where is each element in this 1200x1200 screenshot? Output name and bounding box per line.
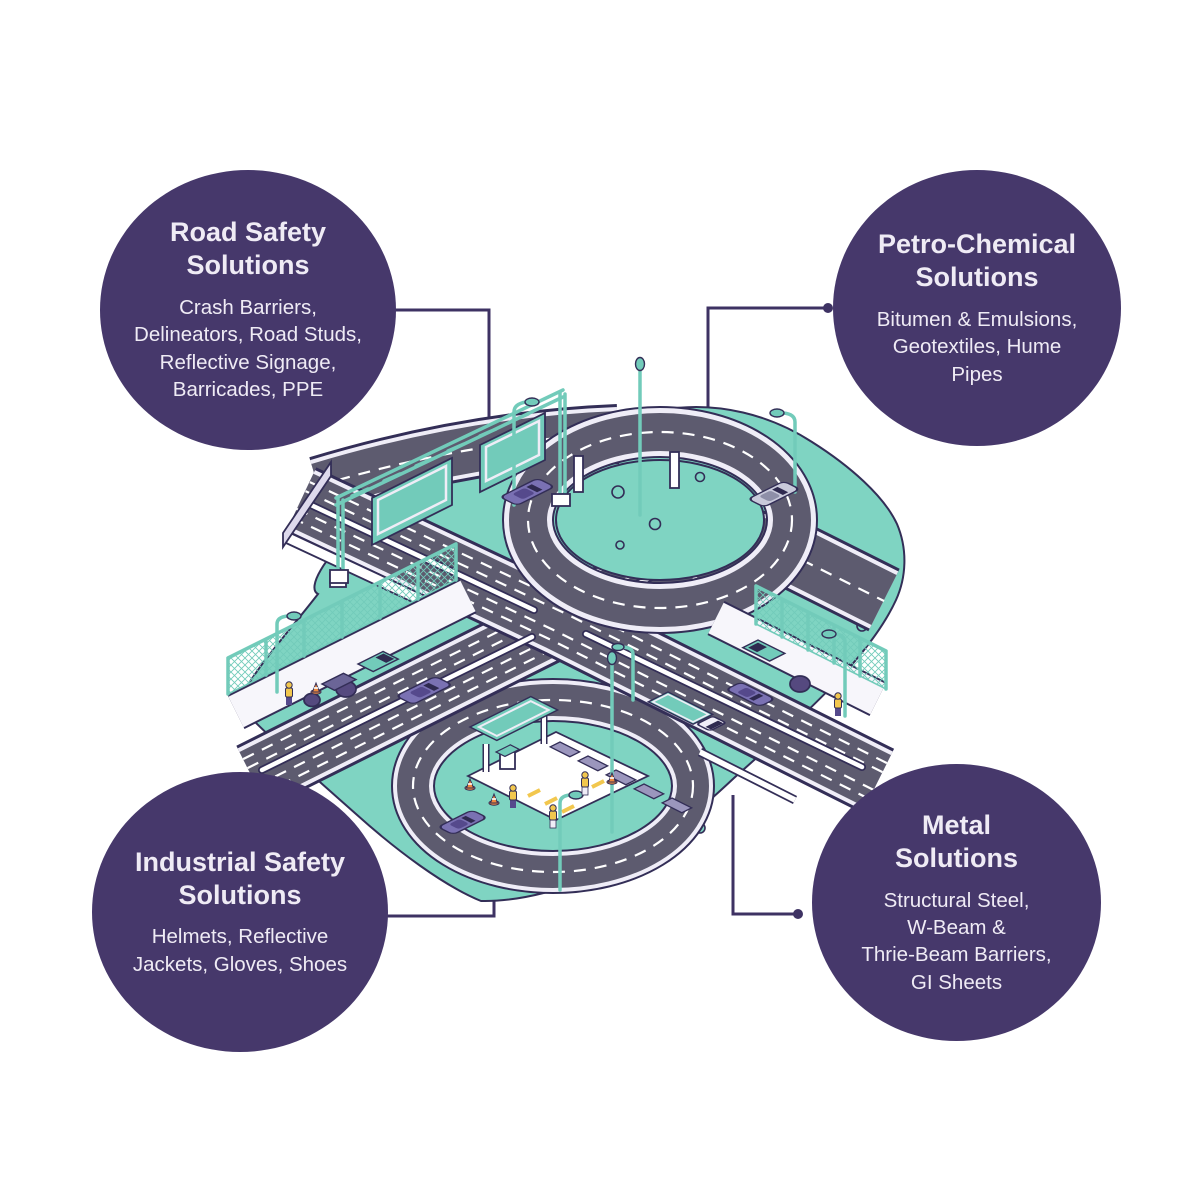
bubble-industrial-safety: Industrial Safety Solutions Helmets, Ref…: [92, 772, 388, 1052]
car: [397, 677, 451, 704]
truck: [646, 691, 726, 731]
lamp-post: [821, 629, 847, 718]
bubble-road-safety: Road Safety Solutions Crash Barriers, De…: [100, 170, 396, 450]
island-pillar: [573, 455, 584, 493]
deck-end-face: [282, 459, 332, 550]
cone: [310, 681, 322, 695]
car: [501, 478, 554, 505]
worker: [549, 804, 557, 829]
lamp-post: [769, 408, 797, 494]
connector-dot-petro-chemical: [823, 303, 833, 313]
car: [749, 481, 799, 507]
connector-dot-metal: [793, 909, 803, 919]
car: [439, 810, 486, 834]
gantry-base: [329, 569, 349, 584]
cone: [488, 792, 500, 806]
connector-metal: [731, 795, 800, 916]
toll-canopy: [468, 695, 560, 772]
lamp-post: [512, 397, 540, 507]
worker: [581, 771, 589, 796]
roundabout: [502, 406, 818, 634]
bubble-title: Industrial Safety Solutions: [134, 846, 346, 910]
gantry-base: [551, 493, 571, 507]
bubble-body: Bitumen & Emulsions, Geotextiles, Hume P…: [876, 307, 1078, 386]
lamp-post: [606, 650, 618, 834]
toll-barrier-wall: [698, 749, 797, 803]
speed-strips: [527, 779, 605, 814]
bubble-petro-chemical: Petro-Chemical Solutions Bitumen & Emuls…: [833, 170, 1121, 446]
workers: [285, 681, 842, 829]
street-lamps: [275, 356, 847, 892]
traffic-cones: [310, 681, 618, 806]
roundabout-island: [555, 459, 765, 581]
median-barriers: [258, 501, 866, 774]
chain-link-fences: [226, 542, 888, 696]
bubble-body: Structural Steel, W-Beam & Thrie-Beam Ba…: [861, 888, 1052, 994]
gantry-truss: [334, 388, 565, 507]
truck-cab: [697, 716, 726, 731]
worker: [509, 784, 517, 808]
gantry-post-right: [558, 390, 567, 502]
bubble-title: Petro-Chemical Solutions: [877, 228, 1077, 292]
gantry-board: [371, 456, 453, 547]
bubble-body: Crash Barriers, Delineators, Road Studs,…: [134, 296, 362, 402]
cone: [606, 771, 618, 785]
car: [727, 682, 774, 706]
bubble-title: Road Safety Solutions: [169, 217, 327, 281]
connector-road-safety: [383, 308, 491, 466]
worker: [834, 692, 842, 716]
vehicles: [303, 478, 811, 834]
connector-petro-chemical: [706, 306, 830, 422]
cone: [464, 777, 476, 791]
lamp-post: [611, 642, 635, 702]
toll-loop-road: [391, 678, 715, 894]
lane-blockers: [548, 741, 694, 814]
bubble-title: Metal Solutions: [895, 809, 1018, 873]
lamp-post: [634, 356, 646, 517]
lamp-post: [275, 611, 302, 694]
gantry-post-left: [336, 496, 345, 579]
roller-drum: [789, 675, 811, 693]
worker: [285, 681, 293, 705]
bubble-metal: Metal Solutions Structural Steel, W-Beam…: [812, 764, 1101, 1041]
work-shoulders: [227, 579, 887, 729]
bubble-body: Helmets, Reflective Jackets, Gloves, Sho…: [132, 925, 348, 976]
truck-trailer: [646, 691, 715, 725]
road-roller-right: [741, 639, 811, 693]
island-pillar: [669, 451, 680, 489]
